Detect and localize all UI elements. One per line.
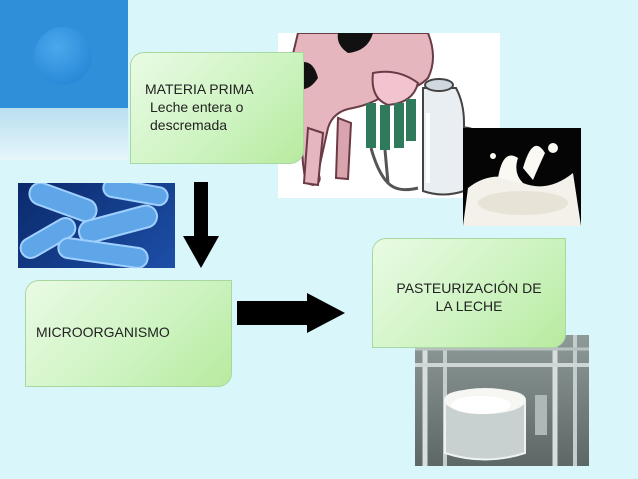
milk-splash-image [463,128,581,226]
pasteurization-tank-image [415,335,589,466]
corner-strip-decoration [0,108,128,160]
microorganismo-box: MICROORGANISMO [25,280,232,387]
pasteurizacion-line2: LA LECHE [435,298,503,314]
materia-prima-title: MATERIA PRIMA [145,81,254,97]
down-arrow [183,182,219,268]
right-arrow [237,293,345,333]
pasteurizacion-line1: PASTEURIZACIÓN DE [396,280,542,296]
corner-circle-decoration [34,27,92,85]
microorganismo-label: MICROORGANISMO [36,324,170,340]
materia-prima-box: MATERIA PRIMA Leche entera o descremada [130,52,304,164]
cow-milking-image [278,33,500,198]
materia-prima-line3: descremada [150,117,228,133]
materia-prima-line2: Leche entera o [150,99,244,115]
pasteurizacion-box: PASTEURIZACIÓN DE LA LECHE [372,238,566,348]
bacteria-image [18,183,175,268]
